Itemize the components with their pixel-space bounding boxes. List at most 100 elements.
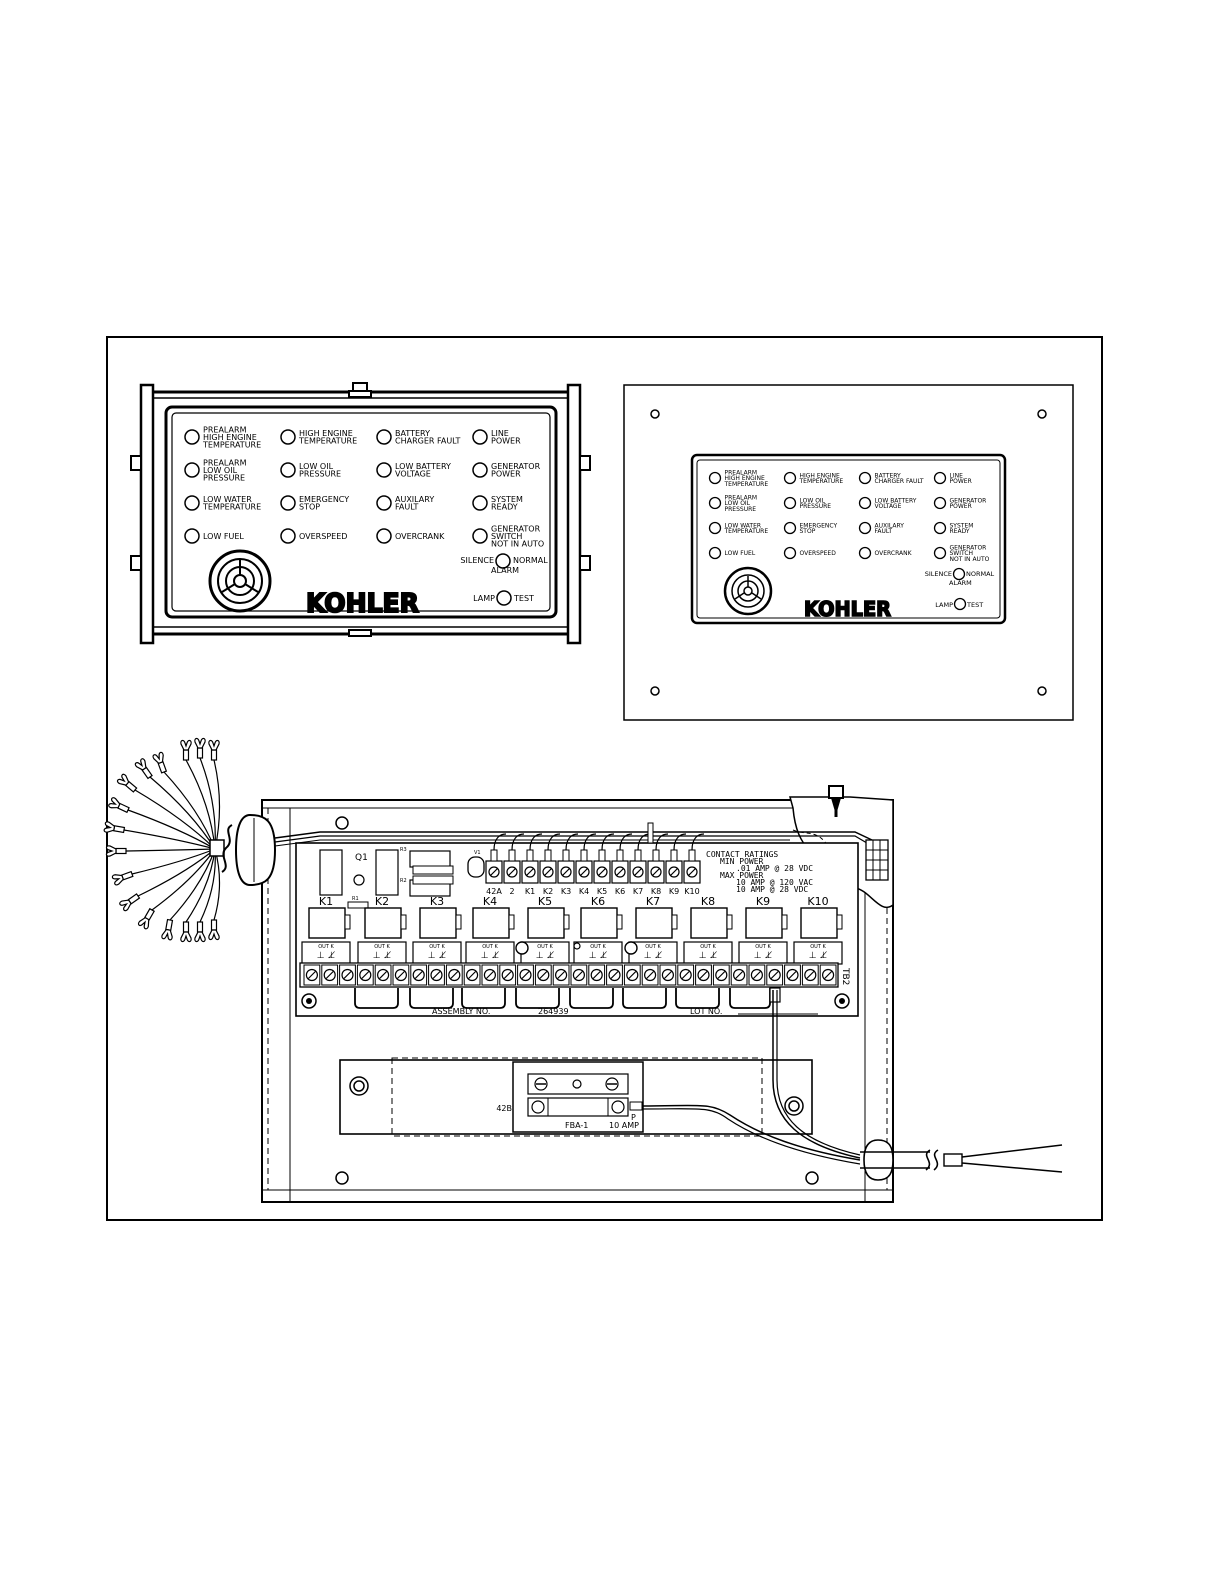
indicator-label: PRESSURE <box>299 470 341 479</box>
svg-text:R2: R2 <box>400 878 407 884</box>
indicator-label: NOT IN AUTO <box>491 539 544 548</box>
fuse-bracket: 42B P FBA-1 10 AMP <box>339 1057 813 1137</box>
indicator-lamp-icon <box>708 546 722 560</box>
svg-text:CONTACT RATINGS: CONTACT RATINGS <box>706 850 778 859</box>
indicator-label: LOW WATER <box>203 495 252 504</box>
indicator-label: LOW FUEL <box>725 550 756 557</box>
indicator-label: PREALARM <box>203 458 247 467</box>
indicator-lamp-icon <box>783 471 797 485</box>
indicator-label: GENERATOR <box>950 497 987 504</box>
jumper-wire <box>729 988 771 1009</box>
spade-terminal-icon <box>208 919 220 941</box>
harness-wire <box>103 821 216 850</box>
large-indicator-low-fuel: LOW FUEL <box>184 528 244 544</box>
indicator-label: POWER <box>491 470 521 479</box>
indicator-label: HIGH ENGINE <box>203 433 257 442</box>
spade-terminal-icon <box>137 907 155 930</box>
indicator-label: GENERATOR <box>950 544 987 551</box>
indicator-label: SYSTEM <box>950 522 974 529</box>
indicator-label: STOP <box>800 528 816 535</box>
tb2-terminal <box>677 964 695 986</box>
input-terminal <box>539 833 561 884</box>
contact-symbol: ⊥ ⊥̸ <box>589 951 608 961</box>
test-point-icon <box>573 942 581 950</box>
indicator-label: LINE <box>491 429 509 438</box>
spade-terminal-icon <box>119 893 141 912</box>
indicator-label: READY <box>491 503 518 512</box>
indicator-label: CHARGER FAULT <box>395 437 461 446</box>
indicator-label: AUXILARY <box>395 495 434 504</box>
indicator-lamp-icon <box>376 528 392 544</box>
indicator-lamp-icon <box>280 528 296 544</box>
contact-symbol: ⊥ ⊥̸ <box>536 951 555 961</box>
indicator-lamp-icon <box>858 546 872 560</box>
harness-wire <box>119 848 216 912</box>
spade-terminal-icon <box>108 797 130 814</box>
indicator-lamp-icon <box>783 546 797 560</box>
harness-wire <box>105 845 216 857</box>
contact-symbol: ⊥ ⊥̸ <box>481 951 500 961</box>
spade-terminal-icon <box>194 737 206 759</box>
relay-out-label: OUT K <box>590 944 606 950</box>
right-side-connector <box>865 839 889 881</box>
tb2-terminal <box>570 964 588 986</box>
indicator-lamp-icon <box>933 471 947 485</box>
small-indicator-low-fuel: LOW FUEL <box>708 546 756 560</box>
indicator-lamp-icon <box>376 429 392 445</box>
brand-logo: KOHLER <box>306 589 419 619</box>
indicator-label: OVERSPEED <box>800 550 837 557</box>
indicator-lamp-icon <box>280 429 296 445</box>
indicator-label: LOW BATTERY <box>395 462 451 471</box>
indicator-label: BATTERY <box>395 429 430 438</box>
spade-terminal-icon <box>111 870 134 886</box>
indicator-label: EMERGENCY <box>800 522 838 529</box>
indicator-label: FAULT <box>395 503 419 512</box>
tb2-terminal <box>588 964 606 986</box>
terminal-label: K7 <box>633 887 643 896</box>
svg-text:MIN POWER: MIN POWER <box>720 857 764 866</box>
spade-terminal-icon <box>180 739 192 761</box>
relay-out-label: OUT K <box>645 944 661 950</box>
indicator-label: CHARGER FAULT <box>875 478 924 485</box>
spade-terminal-icon <box>103 821 126 834</box>
indicator-label: TEMPERATURE <box>724 481 769 488</box>
indicator-label: POWER <box>950 478 972 485</box>
indicator-lamp-icon <box>858 521 872 535</box>
test-point-icon <box>515 941 529 955</box>
indicator-lamp-icon <box>184 495 200 511</box>
input-terminal <box>683 833 705 884</box>
indicator-label: LOW BATTERY <box>875 497 917 504</box>
indicator-lamp-icon <box>376 495 392 511</box>
indicator-label: HIGH ENGINE <box>725 475 766 482</box>
tb2-terminal <box>552 964 570 986</box>
input-terminal-strip <box>485 822 705 884</box>
indicator-label: LOW OIL <box>299 462 334 471</box>
indicator-label: POWER <box>491 437 521 446</box>
lot-label: LOT NO. <box>690 1007 722 1016</box>
tb2-terminal <box>392 964 410 986</box>
relay-label: K2 <box>375 895 389 908</box>
indicator-lamp-icon <box>376 462 392 478</box>
indicator-label: HIGH ENGINE <box>800 472 841 479</box>
tb2-terminal <box>819 964 837 986</box>
indicator-label: STOP <box>299 503 320 512</box>
tb2-terminal <box>801 964 819 986</box>
board-mount-nuts <box>301 993 850 1009</box>
svg-text:MAX POWER: MAX POWER <box>720 871 764 880</box>
indicator-label: SWITCH <box>491 532 522 541</box>
indicator-label: GENERATOR <box>491 524 541 533</box>
harness-wire <box>152 751 216 850</box>
